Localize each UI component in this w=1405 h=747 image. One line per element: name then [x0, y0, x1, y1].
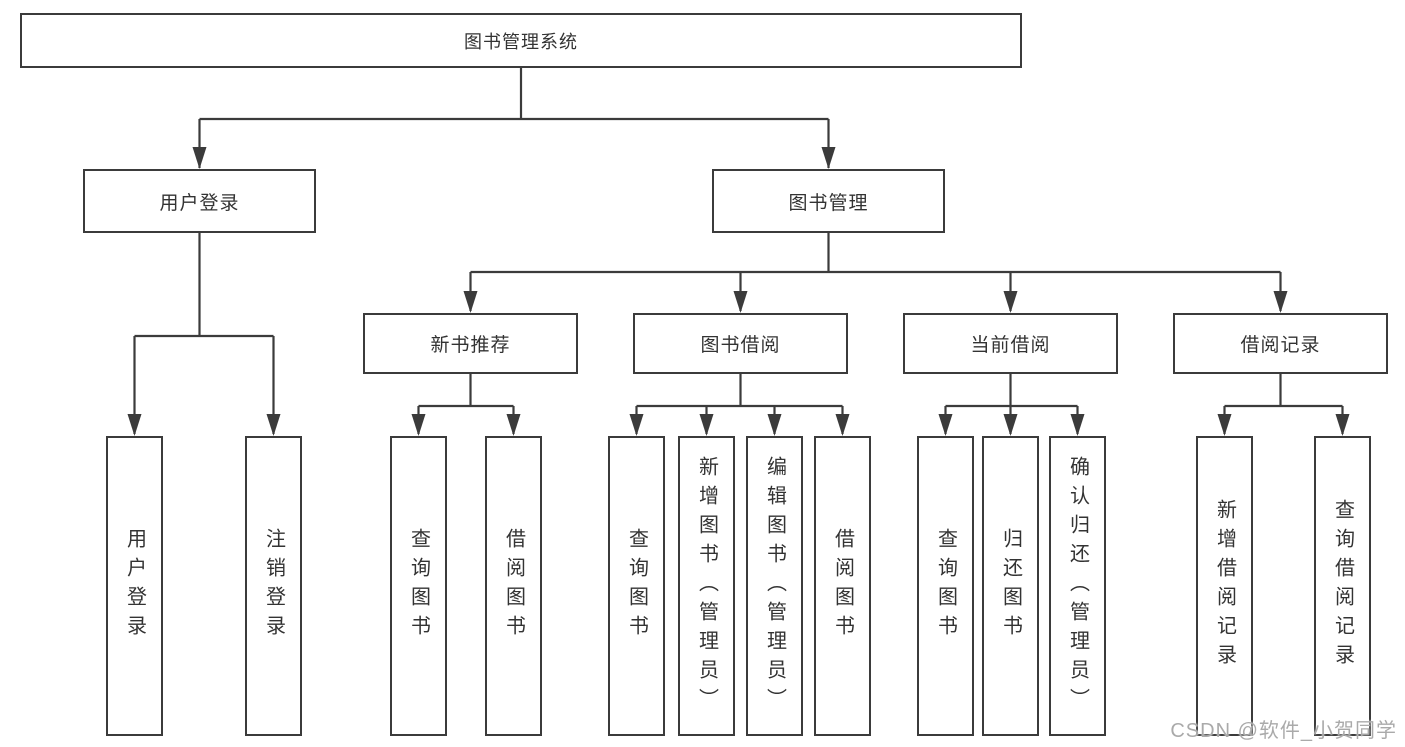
arrowhead-down-icon — [506, 414, 521, 436]
arrowhead-down-icon — [1273, 291, 1288, 313]
node-new-book-recommendation: 新书推荐 — [363, 313, 578, 374]
node-label: 查询借阅记录 — [1331, 499, 1354, 673]
leaf-borrow-books-borrowing: 借阅图书 — [814, 436, 871, 736]
leaf-return-books: 归还图书 — [982, 436, 1039, 736]
arrowhead-down-icon — [767, 414, 782, 436]
leaf-query-books-borrowing: 查询图书 — [608, 436, 665, 736]
arrowhead-down-icon — [938, 414, 953, 436]
leaf-query-borrow-record: 查询借阅记录 — [1314, 436, 1371, 736]
connector-book-mgmt-to-level3 — [469, 233, 1282, 311]
leaf-add-book-admin: 新增图书（管理员） — [678, 436, 735, 736]
node-label: 编辑图书（管理员） — [763, 455, 786, 717]
node-library-management-system: 图书管理系统 — [20, 13, 1022, 68]
node-book-borrowing: 图书借阅 — [633, 313, 848, 374]
arrowhead-down-icon — [192, 147, 207, 169]
node-label: 查询图书 — [625, 528, 648, 644]
node-label: 新增借阅记录 — [1213, 499, 1236, 673]
arrowhead-down-icon — [1003, 291, 1018, 313]
node-label: 注销登录 — [262, 528, 285, 644]
connector-root-to-level2 — [198, 68, 830, 168]
arrowhead-down-icon — [821, 147, 836, 169]
node-label: 图书管理系统 — [464, 31, 578, 52]
leaf-confirm-return-admin: 确认归还（管理员） — [1049, 436, 1106, 736]
leaf-query-books-recommend: 查询图书 — [390, 436, 447, 736]
leaf-add-borrow-record: 新增借阅记录 — [1196, 436, 1253, 736]
node-label: 借阅图书 — [502, 528, 525, 644]
node-label: 用户登录 — [159, 192, 240, 214]
connector-book-borrow-to-leaves — [635, 374, 844, 434]
node-label: 查询图书 — [407, 528, 430, 644]
arrowhead-down-icon — [463, 291, 478, 313]
node-label: 新书推荐 — [430, 335, 511, 356]
leaf-user-login: 用户登录 — [106, 436, 163, 736]
node-label: 确认归还（管理员） — [1066, 455, 1089, 717]
arrowhead-down-icon — [699, 414, 714, 436]
node-user-login: 用户登录 — [83, 169, 316, 233]
connector-borrow-records-to-leaves — [1223, 374, 1344, 434]
node-current-borrowing: 当前借阅 — [903, 313, 1118, 374]
connector-user-login-to-leaves — [133, 233, 275, 434]
leaf-edit-book-admin: 编辑图书（管理员） — [746, 436, 803, 736]
node-label: 图书借阅 — [700, 335, 781, 356]
arrowhead-down-icon — [411, 414, 426, 436]
node-label: 归还图书 — [999, 528, 1022, 644]
node-borrowing-records: 借阅记录 — [1173, 313, 1388, 374]
arrowhead-down-icon — [1217, 414, 1232, 436]
node-label: 当前借阅 — [970, 335, 1051, 356]
node-label: 查询图书 — [934, 528, 957, 644]
arrowhead-down-icon — [1335, 414, 1350, 436]
csdn-watermark: CSDN @软件_小贺同学 — [1170, 720, 1397, 742]
node-label: 用户登录 — [123, 528, 146, 644]
arrowhead-down-icon — [733, 291, 748, 313]
node-book-management: 图书管理 — [712, 169, 945, 233]
node-label: 图书管理 — [788, 192, 869, 214]
leaf-logout: 注销登录 — [245, 436, 302, 736]
arrowhead-down-icon — [1070, 414, 1085, 436]
arrowhead-down-icon — [1003, 414, 1018, 436]
node-label: 新增图书（管理员） — [695, 455, 718, 717]
arrowhead-down-icon — [629, 414, 644, 436]
node-label: 借阅图书 — [831, 528, 854, 644]
leaf-query-books-current: 查询图书 — [917, 436, 974, 736]
connector-new-book-rec-to-leaves — [417, 374, 515, 434]
leaf-borrow-books-recommend: 借阅图书 — [485, 436, 542, 736]
arrowhead-down-icon — [835, 414, 850, 436]
arrowhead-down-icon — [266, 414, 281, 436]
node-label: 借阅记录 — [1240, 335, 1321, 356]
arrowhead-down-icon — [127, 414, 142, 436]
